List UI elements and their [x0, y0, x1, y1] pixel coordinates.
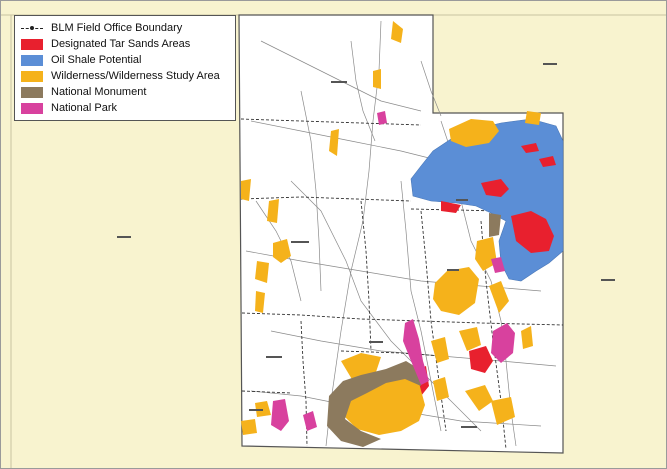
legend-item-national-monument: National Monument	[21, 84, 229, 100]
map-legend: BLM Field Office Boundary Designated Tar…	[14, 15, 236, 121]
legend-swatch-boundary	[21, 23, 43, 34]
legend-item-wilderness: Wilderness/Wilderness Study Area	[21, 68, 229, 84]
legend-label: Designated Tar Sands Areas	[51, 38, 191, 50]
legend-item-blm-boundary: BLM Field Office Boundary	[21, 20, 229, 36]
legend-swatch-national-park	[21, 102, 43, 114]
legend-swatch-tar-sands	[21, 38, 43, 50]
legend-label: Wilderness/Wilderness Study Area	[51, 70, 220, 82]
place-label-marks	[117, 63, 615, 428]
legend-item-national-park: National Park	[21, 100, 229, 116]
legend-swatch-oil-shale	[21, 54, 43, 66]
national-park-areas	[271, 111, 515, 431]
legend-swatch-national-monument	[21, 86, 43, 98]
legend-item-oil-shale: Oil Shale Potential	[21, 52, 229, 68]
legend-swatch-wilderness	[21, 70, 43, 82]
legend-label: Oil Shale Potential	[51, 54, 142, 66]
legend-label: National Monument	[51, 86, 147, 98]
legend-item-tar-sands: Designated Tar Sands Areas	[21, 36, 229, 52]
legend-label: National Park	[51, 102, 118, 114]
national-monument-areas	[327, 213, 501, 447]
legend-label: BLM Field Office Boundary	[51, 22, 183, 34]
